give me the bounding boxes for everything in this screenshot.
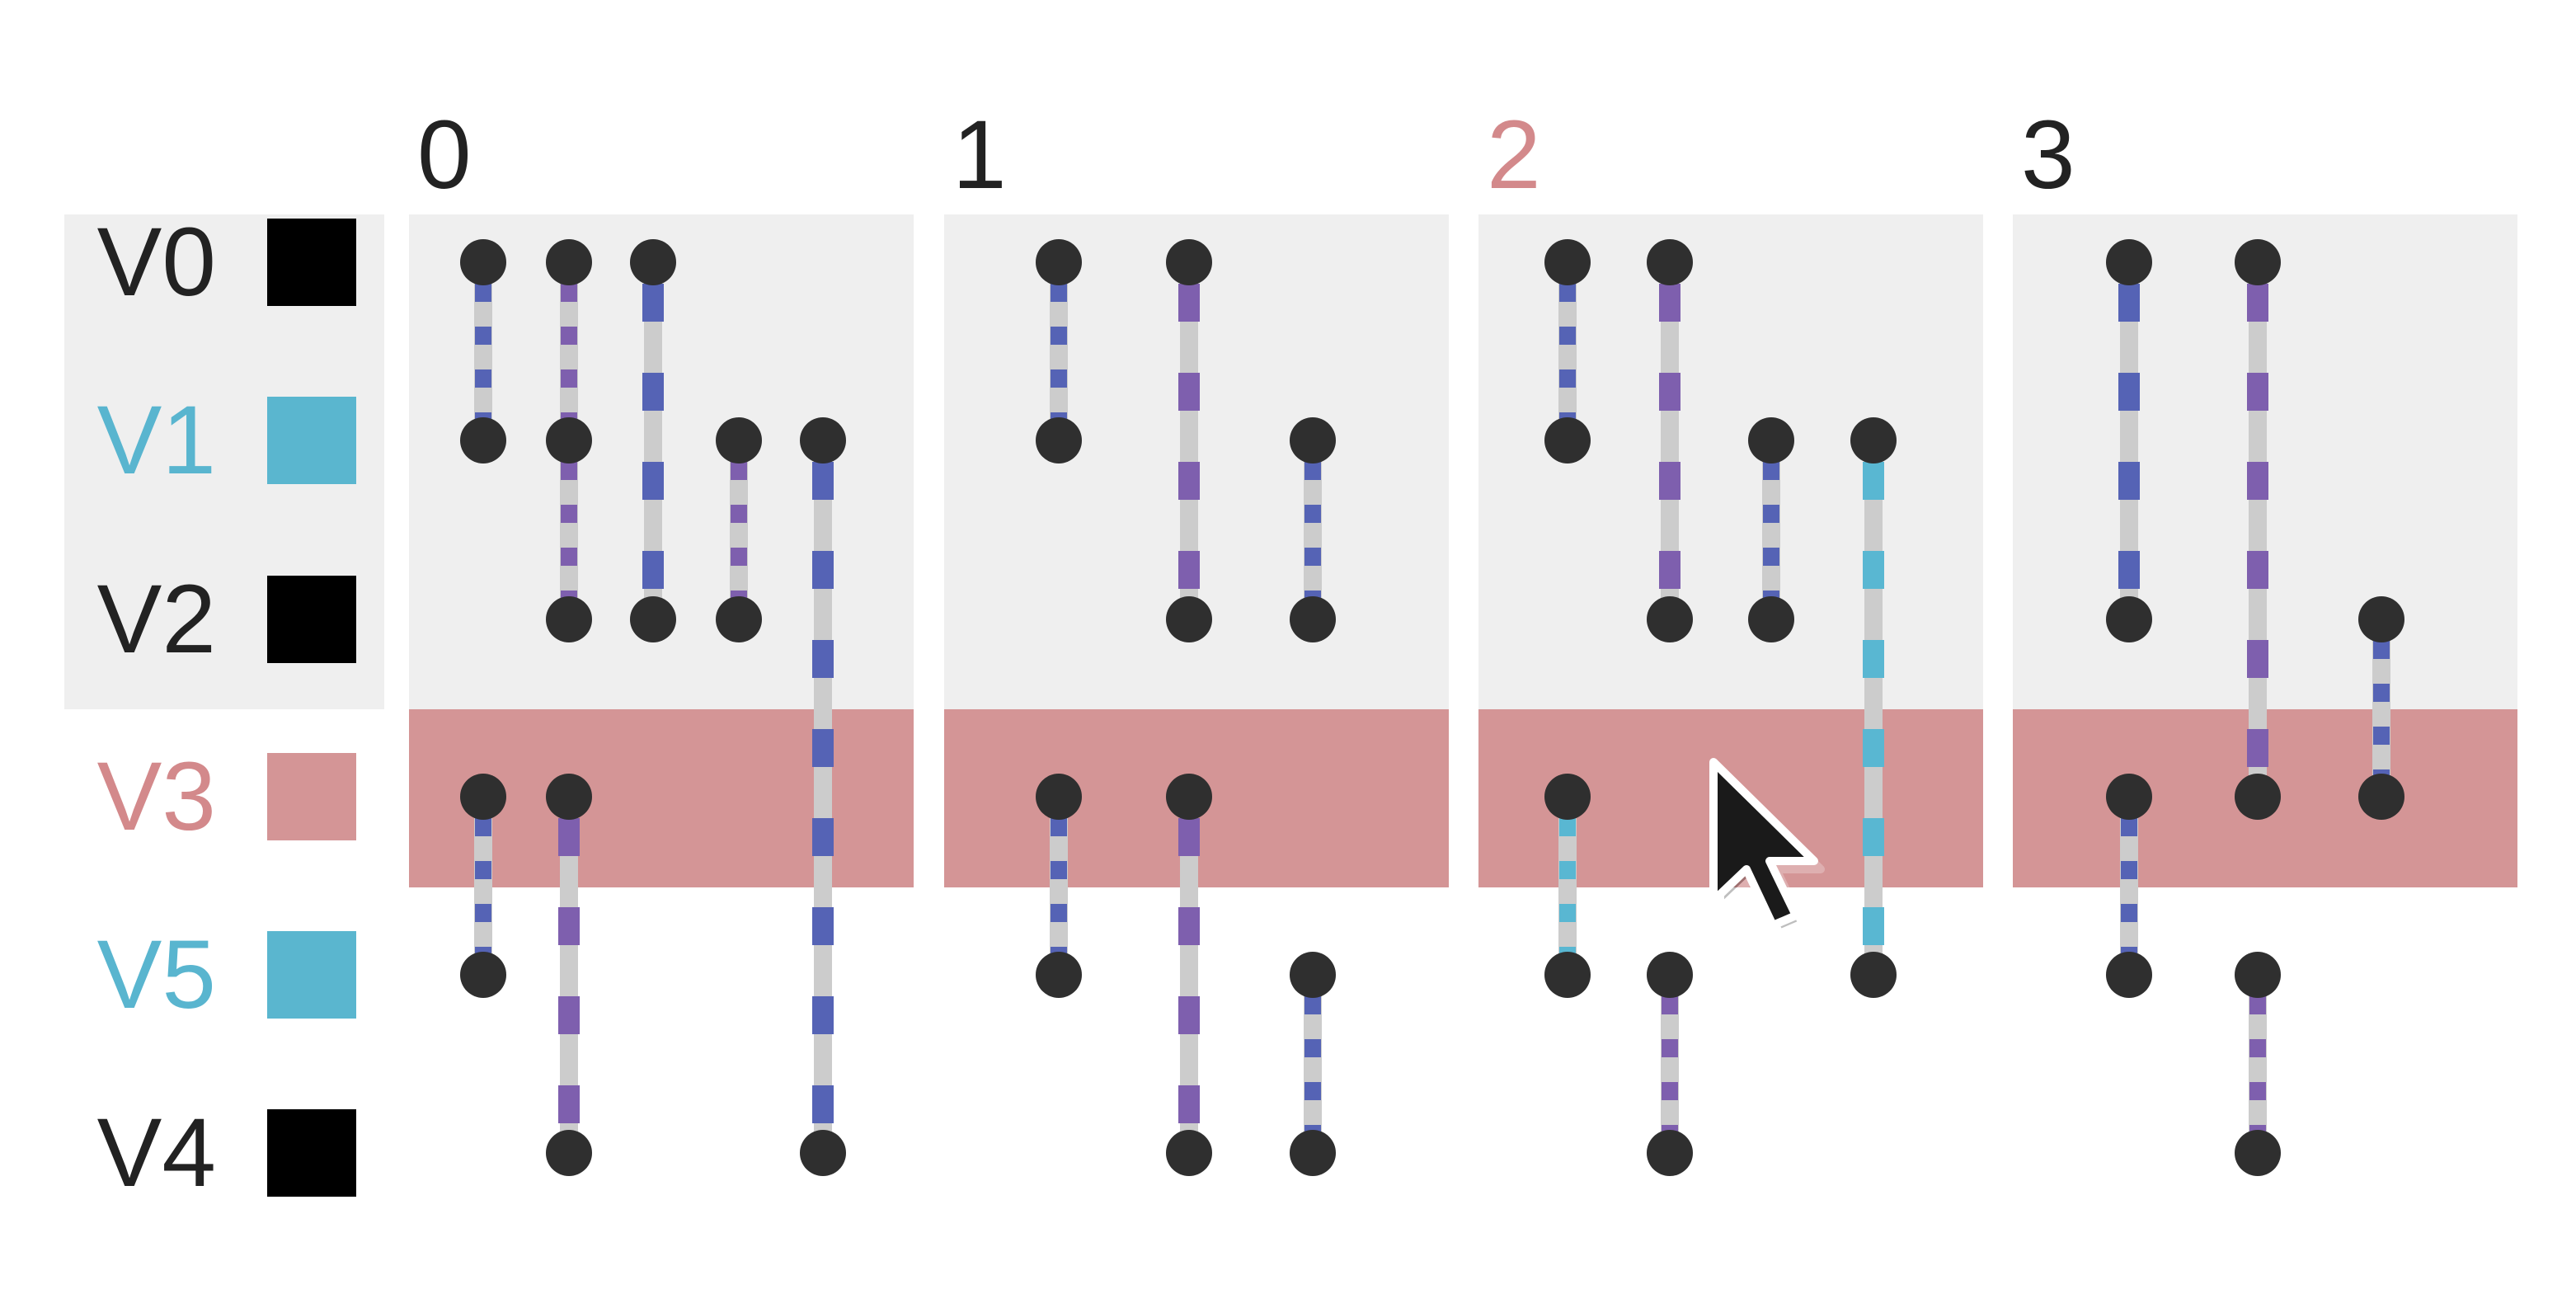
node[interactable] <box>1850 417 1897 463</box>
row-label: V4 <box>97 1099 216 1207</box>
node[interactable] <box>460 952 506 998</box>
node[interactable] <box>1290 596 1336 642</box>
row-color-swatch <box>267 219 356 306</box>
panel-edges <box>1558 262 1884 1153</box>
node[interactable] <box>546 239 592 285</box>
node[interactable] <box>1290 952 1336 998</box>
row-v5[interactable]: V5 <box>97 920 356 1029</box>
node[interactable] <box>630 596 676 642</box>
node[interactable] <box>2358 774 2404 820</box>
node[interactable] <box>630 239 676 285</box>
row-color-swatch <box>267 931 356 1019</box>
row-color-swatch <box>267 753 356 840</box>
row-color-swatch <box>267 397 356 484</box>
node[interactable] <box>2106 774 2152 820</box>
node[interactable] <box>2235 239 2281 285</box>
node[interactable] <box>1290 1130 1336 1176</box>
node[interactable] <box>2106 596 2152 642</box>
node[interactable] <box>1036 239 1082 285</box>
row-label: V1 <box>97 386 216 495</box>
panel-3[interactable]: 3 <box>2013 101 2517 1176</box>
cursor-layer <box>1709 758 1825 938</box>
row-v2[interactable]: V2 <box>97 565 356 674</box>
cursor-arrow <box>1709 758 1818 929</box>
node[interactable] <box>2106 952 2152 998</box>
node[interactable] <box>460 774 506 820</box>
node[interactable] <box>1647 239 1693 285</box>
node[interactable] <box>1166 239 1212 285</box>
panel-time-label: 1 <box>952 101 1007 209</box>
row-v3[interactable]: V3 <box>97 742 356 851</box>
node[interactable] <box>2235 952 2281 998</box>
row-label: V5 <box>97 920 216 1029</box>
node[interactable] <box>546 417 592 463</box>
row-label: V3 <box>97 742 216 851</box>
panel-2[interactable]: 2 <box>1478 101 1983 1176</box>
node[interactable] <box>1748 417 1794 463</box>
time-step-panels: 0 1 2 3 <box>409 101 2517 1176</box>
node[interactable] <box>1036 417 1082 463</box>
node[interactable] <box>2235 1130 2281 1176</box>
row-label: V2 <box>97 565 216 674</box>
node[interactable] <box>460 417 506 463</box>
panel-1[interactable]: 1 <box>944 101 1449 1176</box>
node[interactable] <box>1290 417 1336 463</box>
panel-time-label: 2 <box>1487 101 1541 209</box>
row-v0[interactable]: V0 <box>97 208 356 317</box>
panel-time-label: 0 <box>417 101 472 209</box>
node[interactable] <box>1850 952 1897 998</box>
row-color-swatch <box>267 576 356 663</box>
node[interactable] <box>546 596 592 642</box>
node[interactable] <box>2106 239 2152 285</box>
node[interactable] <box>800 417 846 463</box>
node[interactable] <box>716 417 762 463</box>
row-label: V0 <box>97 208 216 317</box>
row-color-swatch <box>267 1109 356 1197</box>
panel-nodes <box>2106 239 2404 1176</box>
node[interactable] <box>546 1130 592 1176</box>
panel-edges <box>1050 262 1322 1153</box>
node[interactable] <box>546 774 592 820</box>
mouse-pointer-icon <box>1709 758 1825 938</box>
node[interactable] <box>1166 596 1212 642</box>
panel-nodes <box>1544 239 1897 1176</box>
node[interactable] <box>2235 774 2281 820</box>
panel-edges <box>2118 262 2390 1153</box>
node[interactable] <box>716 596 762 642</box>
panel-nodes <box>460 239 846 1176</box>
node[interactable] <box>1036 774 1082 820</box>
node[interactable] <box>460 239 506 285</box>
node[interactable] <box>1647 1130 1693 1176</box>
node[interactable] <box>1036 952 1082 998</box>
node[interactable] <box>1544 774 1591 820</box>
row-v1[interactable]: V1 <box>97 386 356 495</box>
node[interactable] <box>1544 952 1591 998</box>
node[interactable] <box>800 1130 846 1176</box>
node[interactable] <box>1166 774 1212 820</box>
node[interactable] <box>1647 596 1693 642</box>
panel-nodes <box>1036 239 1336 1176</box>
panel-0[interactable]: 0 <box>409 101 914 1176</box>
node[interactable] <box>1748 596 1794 642</box>
panel-background <box>1478 214 1983 709</box>
node[interactable] <box>1544 417 1591 463</box>
panel-edges <box>474 262 834 1153</box>
node[interactable] <box>1166 1130 1212 1176</box>
panel-time-label: 3 <box>2021 101 2075 209</box>
node[interactable] <box>1647 952 1693 998</box>
node[interactable] <box>1544 239 1591 285</box>
node[interactable] <box>2358 596 2404 642</box>
row-v4[interactable]: V4 <box>97 1099 356 1207</box>
